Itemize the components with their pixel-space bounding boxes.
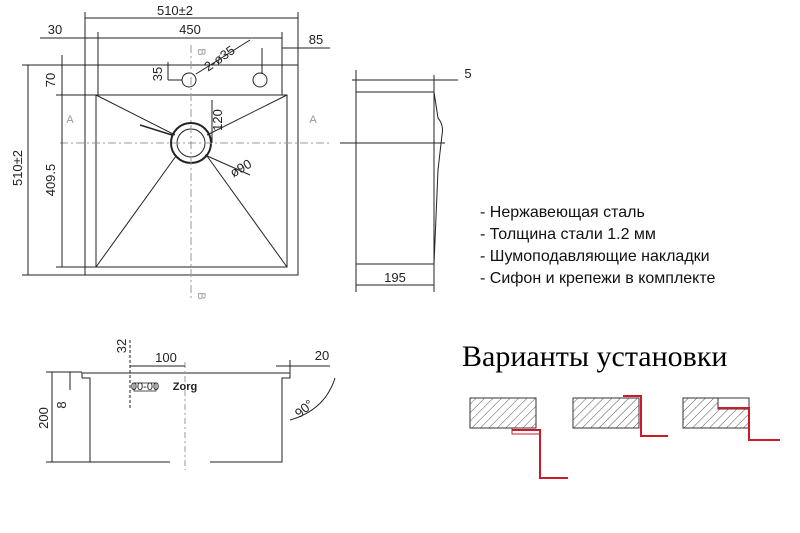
section-b-top: B xyxy=(195,48,207,55)
dim-corner: 20 xyxy=(315,348,329,363)
dim-width-inner: 450 xyxy=(179,22,201,37)
dim-drain-diameter: ø90 xyxy=(227,156,254,180)
specs-list: - Нержавеющая сталь - Толщина стали 1.2 … xyxy=(480,202,715,290)
dim-width-total: 510±2 xyxy=(157,3,193,18)
spec-item: - Нержавеющая сталь xyxy=(480,204,645,221)
dim-height-inner: 409.5 xyxy=(43,164,58,197)
side-view xyxy=(340,70,458,292)
front-view-markings: 00-00 Zorg xyxy=(131,381,197,393)
spec-item: - Толщина стали 1.2 мм xyxy=(480,226,656,243)
spec-item: - Шумоподавляющие накладки xyxy=(480,248,710,265)
dim-hole-offset: 35 xyxy=(150,67,165,81)
install-variant-overmount xyxy=(469,397,568,479)
tap-hole-icon xyxy=(252,72,268,88)
dim-drain-offset: 120 xyxy=(210,109,225,131)
dim-offset-right: 85 xyxy=(309,32,323,47)
dim-offset-left: 30 xyxy=(48,22,62,37)
section-a-left: A xyxy=(66,114,74,126)
installation-title: Варианты установки xyxy=(462,340,728,373)
dim-side-lip: 5 xyxy=(464,66,471,81)
tap-hole-icon xyxy=(181,72,197,88)
logo-text: Zorg xyxy=(173,381,197,393)
dim-height-total: 510±2 xyxy=(10,150,25,186)
dim-angle: 90° xyxy=(292,396,317,420)
dim-front-rim: 8 xyxy=(54,401,69,408)
dim-offset-top: 70 xyxy=(43,73,58,87)
install-variant-flush xyxy=(682,397,780,441)
dim-front-height: 200 xyxy=(36,407,51,429)
section-b-bottom: B xyxy=(195,292,207,299)
install-variant-undermount xyxy=(572,395,668,437)
dim-side-depth: 195 xyxy=(384,270,406,285)
dim-holes: 2-ø35 xyxy=(201,42,237,74)
top-view xyxy=(22,12,330,300)
section-a-right: A xyxy=(309,114,317,126)
marking-text: 00-00 xyxy=(131,381,159,393)
sink-side-profile xyxy=(355,91,435,265)
dim-label-spacing: 100 xyxy=(155,350,177,365)
dim-drain-depth: 32 xyxy=(114,339,129,353)
front-view xyxy=(46,340,336,470)
spec-item: - Сифон и крепежи в комплекте xyxy=(480,270,716,287)
